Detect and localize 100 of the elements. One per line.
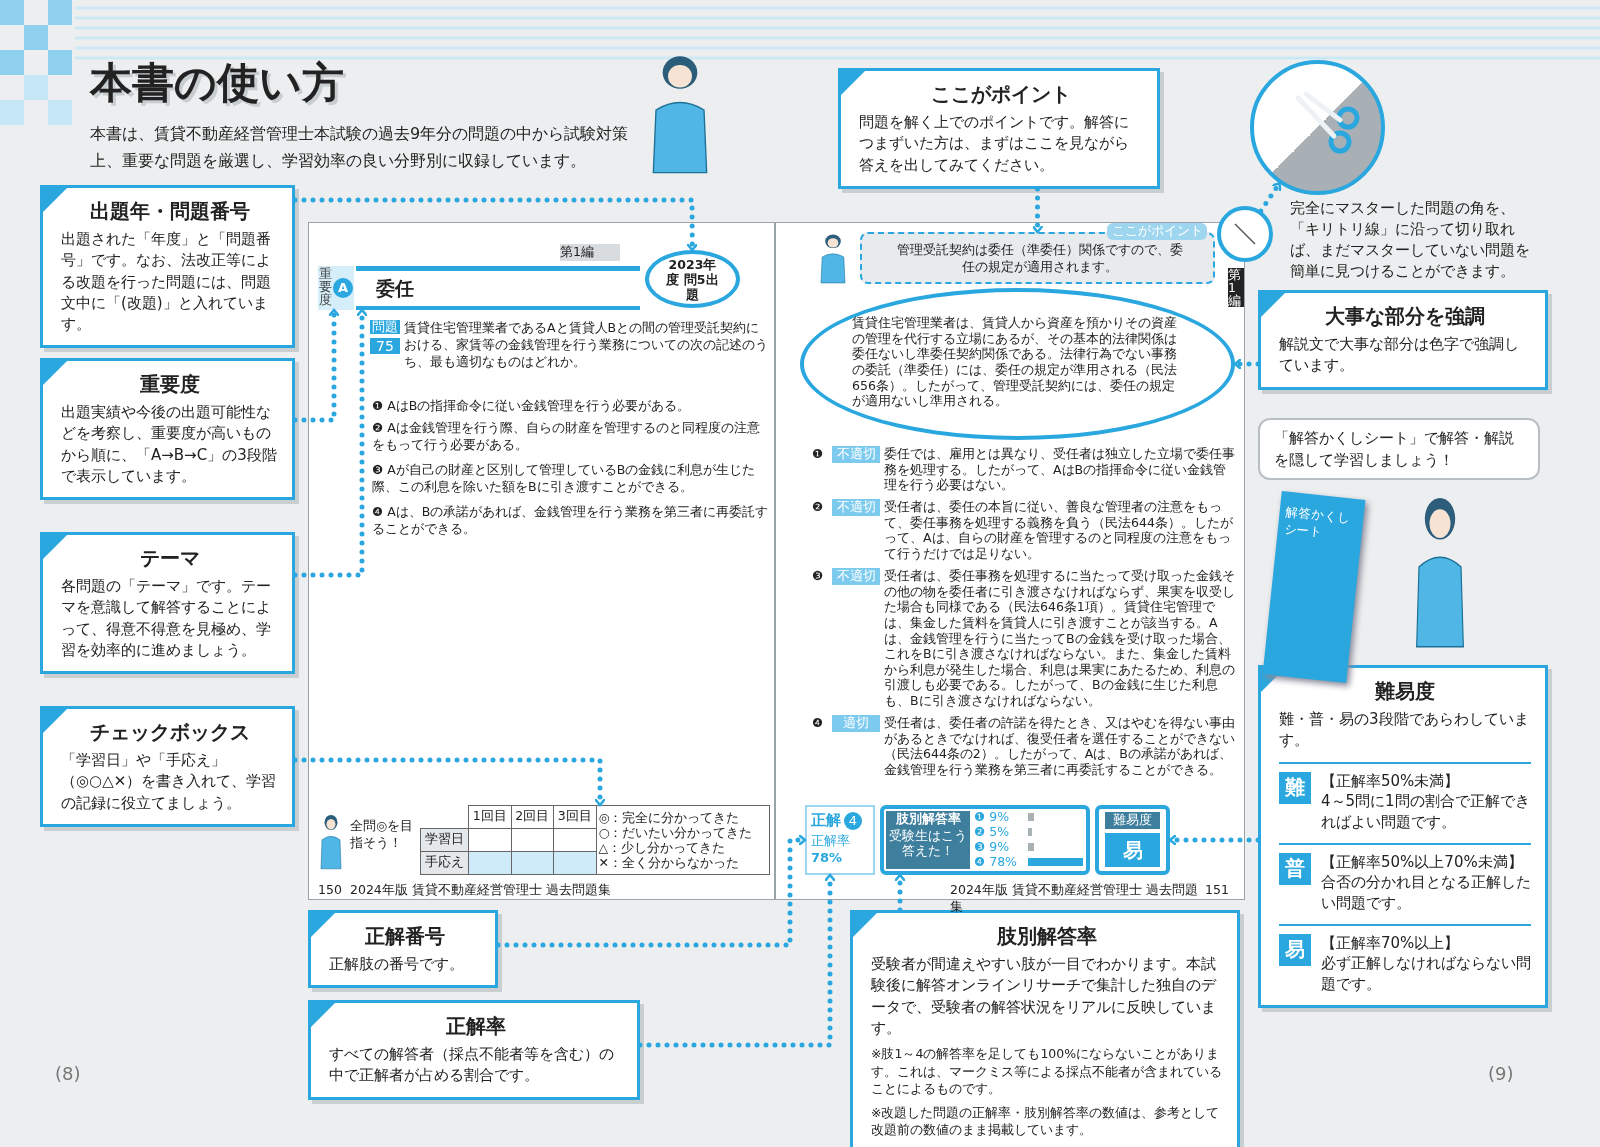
difficulty-tag <box>1095 805 1170 875</box>
chapter-tab: 第1編 <box>560 244 620 261</box>
legend-text: ◎：完全に分かってきた <box>598 809 741 825</box>
difficulty-heading: 【正解率50%以上70%未満】 <box>1321 852 1524 872</box>
difficulty-heading: 【正解率50%未満】 <box>1321 771 1461 791</box>
answer-box <box>805 805 875 875</box>
dotted-leader-arrow <box>292 757 607 808</box>
dotted-leader-arrow <box>292 307 369 578</box>
column-header: 1回目 <box>468 805 511 829</box>
page-number: (8) <box>55 1062 82 1086</box>
difficulty-badge: 易 <box>1279 933 1311 966</box>
rate-value: ❹ 78% <box>974 854 1018 869</box>
legend-text: ○：だいたい分かってきた <box>598 824 754 840</box>
dotted-leader-arrow <box>1258 180 1282 214</box>
difficulty-badge: 普 <box>1279 852 1311 885</box>
page-title: 本書の使い方 <box>90 57 345 109</box>
cut-corner-circle <box>1217 206 1273 262</box>
callout-text: すべての解答者（採点不能者等を含む）の中で正解者が占める割合です。 <box>329 1044 615 1087</box>
callout-heading: ここがポイント <box>930 81 1072 108</box>
answer-cover-sheet: 解答かくしシート <box>1262 491 1366 683</box>
dotted-leader-arrow <box>495 833 808 948</box>
callout-text: 出題実績や今後の出題可能性などを考察し、重要度が高いものから順に、「A→B→C」の3段階で表示しています。 <box>61 402 278 487</box>
page-number: 151 <box>1205 882 1230 899</box>
question-text: 賃貸住宅管理業者であるAと賃貸人Bとの間の管理受託契約における、家賃等の金銭管理を行う業務についての次の記述のうち、最も適切なものはどれか。 <box>404 320 769 371</box>
callout-heading: チェックボックス <box>88 719 251 746</box>
choice-text: ❶ AはBの指揮命令に従い金銭管理を行う必要がある。 <box>372 398 692 415</box>
callout-text: 問題を解く上でのポイントです。解答につまずいた方は、まずはここを見ながら答えを出してみてください。 <box>859 112 1130 176</box>
note-text: 完全にマスターした問題の角を、「キリトリ線」に沿って切り取れば、まだマスターしていない問題を簡単に見つけることができます。 <box>1290 199 1531 282</box>
footnote: ※改題した問題の正解率・肢別解答率の数値は、参考として改題前の数値のまま掲載しています。 <box>871 1103 1221 1139</box>
callout-heading: 肢別解答率 <box>996 923 1098 950</box>
question-number: 75 <box>370 338 400 355</box>
dotted-leader-arrow <box>292 307 341 423</box>
choice-number: ❹ <box>812 715 825 732</box>
difficulty-text: 合否の分かれ目となる正解したい問題です。 <box>1321 871 1531 914</box>
column-header: 2回目 <box>511 805 554 829</box>
callout-text: 受験者が間違えやすい肢が一目でわかります。本試験後に解答オンラインリサーチで集計した独自のデータで、受験者の解答状況をリアルに反映しています。 <box>871 954 1218 1039</box>
answer-heading: 正解 <box>811 811 841 829</box>
legend-text: △：少し分かってきた <box>598 840 727 856</box>
importance-caption: 重要度 <box>319 267 332 307</box>
choice-text: ❸ Aが自己の財産と区別して管理しているBの金銭に利息が生じた際、この利息を除いた額をBに引き渡すことができる。 <box>372 462 757 496</box>
explanation-text: 受任者は、委任者の許諾を得たとき、又はやむを得ない事由があるときでなければ、復受任者を選任することができない（民法644条の2）。したがって、Aは、Bの承諾があれば、金銭管理を行う業務を第三者に再委託することができる。 <box>884 715 1236 778</box>
row-header: 学習日 <box>420 828 469 852</box>
point-text: 管理受託契約は委任（準委任）関係ですので、委任の規定が適用されます。 <box>895 242 1184 276</box>
choice-number: ❶ <box>812 446 825 463</box>
callout-heading: テーマ <box>138 545 201 572</box>
page-number: (9) <box>1488 1062 1515 1086</box>
rate-value: ❸ 9% <box>974 839 1010 854</box>
chapter-tab: 第1編 <box>1228 268 1244 308</box>
page-number: 150 <box>318 882 343 899</box>
row-header: 手応え <box>420 851 469 875</box>
callout-heading: 難易度 <box>1374 678 1436 705</box>
verdict-badge: 不適切 <box>832 446 880 463</box>
choice-text: ❹ Aは、Bの承諾があれば、金銭管理を行う業務を第三者に再委託することができる。 <box>372 504 770 538</box>
dotted-leader-arrow <box>893 872 907 913</box>
callout-heading: 正解番号 <box>364 923 446 950</box>
dotted-leader-arrow <box>637 872 837 1048</box>
difficulty-grade: 易 <box>1105 833 1160 867</box>
intro-text: 本書は、賃貸不動産経営管理士本試験の過去9年分の問題の中から試験対策上、重要な問題を厳選し、学習効率の良い分野別に収録しています。 <box>90 123 630 173</box>
speech-bubble: 「解答かくしシート」で解答・解説を隠して学習しましょう！ <box>1258 418 1540 480</box>
panel-title: 肢別解答率 <box>894 811 962 828</box>
difficulty-heading: 【正解率70%以上】 <box>1321 933 1461 953</box>
question-badge: 問題 <box>370 320 400 335</box>
callout-text: 各問題の「テーマ」です。テーマを意識して解答することによって、得意不得意を見極め、学習を効率的に進めましょう。 <box>61 576 272 661</box>
explanation-text: 受任者は、委任の本旨に従い、善良な管理者の注意をもって、委任事務を処理する義務を負う（民法644条）。したがって、Aは、自らの財産を管理するのと同程度の注意をもって行うだけでは足りない。 <box>884 499 1234 562</box>
callout-text: 解説文で大事な部分は色字で強調しています。 <box>1279 334 1520 377</box>
dotted-leader-arrow <box>292 197 699 253</box>
choice-text: ❷ Aは金銭管理を行う際、自らの財産を管理するのと同程度の注意をもって行う必要がある。 <box>372 420 761 454</box>
callout-text: 出題された「年度」と「問題番号」です。なお、法改正等による改題を行った問題には、問題文中に「(改題)」と入れています。 <box>61 229 272 336</box>
footnote: ※肢1～4の解答率を足しても100%にならないことがあります。これは、マークミス等による採点不能者が含まれていることによるものです。 <box>871 1045 1223 1098</box>
explanation-text: 委任では、雇用とは異なり、受任者は独立した立場で委任事務を処理する。したがって、AはBの指揮命令に従い金銭管理を行う必要はない。 <box>884 446 1236 493</box>
verdict-badge: 不適切 <box>832 568 880 585</box>
explanation-text: 賃貸住宅管理業者は、賃貸人から資産を預かりその資産の管理を代行する立場にあるが、その基本的法律関係は委任ないし準委任契約関係である。法律行為でない事務の委託（準委任）には、委任の規定が準用される（民法656条）。したがって、管理受託契約には、委任の規定が適用ないし準用される。 <box>852 315 1178 409</box>
callout-heading: 重要度 <box>138 371 201 398</box>
page-footer: 2024年版 賃貸不動産経営管理士 過去問題集 <box>350 882 670 899</box>
theme-title: 委任 <box>356 266 640 310</box>
difficulty-badge: 難 <box>1279 771 1311 804</box>
point-tag: ここがポイント <box>1107 223 1207 240</box>
importance-rank: A <box>333 278 353 298</box>
speech-text: 全問◎を目指そう！ <box>350 818 414 852</box>
callout-text: 「学習日」や「手応え」（◎○△✕）を書き入れて、学習の記録に役立てましょう。 <box>61 750 278 814</box>
page-footer: 2024年版 賃貸不動産経営管理士 過去問題集 <box>950 882 1200 916</box>
difficulty-text: 必ず正解しなければならない問題です。 <box>1321 952 1531 995</box>
callout-text: 難・普・易の3段階であらわしています。 <box>1279 709 1530 752</box>
rate-value: ❶ 9% <box>974 809 1010 824</box>
dotted-leader-arrow <box>1031 186 1044 235</box>
difficulty-row <box>1279 761 1531 833</box>
callout-heading: 出題年・問題番号 <box>88 198 251 225</box>
choice-number: ❷ <box>812 499 825 516</box>
difficulty-row <box>1279 923 1531 995</box>
explanation-text: 受任者は、委任事務を処理するに当たって受け取った金銭その他の物を委任者に引き渡さなければならず、果実を収受した場合も同様である（民法646条1項）。賃貸住宅管理では、集金した賃料を賃貸人に引き渡すことが該当する。Aは、金銭管理を行うに当たってBの金銭を受け取った場合、これをBに引き渡さなければならない。また、集金した賃料から利息が発生した場合、利息は果実にあたるため、利息の引渡しも必要である。したがって、Bの金銭に生じた利息も、Bに引き渡さなければならない。 <box>884 568 1236 709</box>
dotted-leader-arrow <box>1167 833 1261 847</box>
difficulty-caption: 難易度 <box>1105 812 1160 829</box>
column-header: 3回目 <box>553 805 596 829</box>
choice-number: ❸ <box>812 568 825 585</box>
verdict-badge: 適切 <box>832 715 880 732</box>
rate-caption: 正解率 <box>811 833 851 850</box>
answer-rate-panel <box>880 805 1090 875</box>
rate-value: 78% <box>811 850 844 865</box>
difficulty-text: 4～5問に1問の割合で正解できればよい問題です。 <box>1321 790 1531 833</box>
importance-badge <box>318 266 354 310</box>
